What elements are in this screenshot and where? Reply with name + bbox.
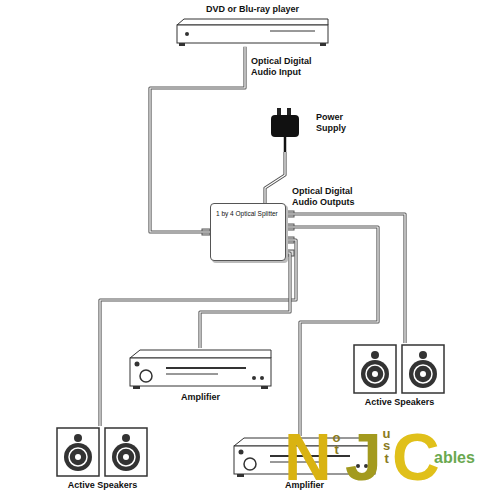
speakers-drawing-part [361,360,389,388]
speakers-drawing-part [105,428,147,476]
speakers-drawing-part [419,351,427,359]
cable-outline [265,152,285,203]
device-label: Active Speakers [352,397,447,408]
speakers-drawing [352,343,447,395]
watermark-small: ot [332,432,341,457]
splitter-text: 1 by 4 Optical Splitter [216,210,280,218]
speakers-drawing-part [75,454,81,460]
speakers-drawing-part [123,454,129,460]
cable-outline [100,240,296,426]
speakers-drawing-part [122,434,130,442]
cable-core [100,240,296,426]
player-drawing-part [270,30,315,31]
optical-cable [265,152,285,203]
amplifier-drawing-part [166,374,218,375]
device-label: Amplifier [128,392,273,403]
optical-cable [286,214,405,343]
amplifier-drawing-part [135,362,140,367]
amplifier-drawing-part [261,386,268,389]
power-adapter-drawing-part [277,108,281,116]
watermark-letter: C [392,424,440,490]
cable-outline [200,253,290,348]
amplifier-drawing-part [237,474,244,477]
speakers-device: Active Speakers [55,426,150,491]
speakers-drawing-part [402,345,444,393]
player-device: DVD or Blu-ray player [175,4,330,47]
amplifier-device: Amplifier [128,348,273,403]
speakers-drawing-part [409,360,437,388]
edge-label: Optical Digital Audio Input [251,56,331,78]
amplifier-drawing-part [239,450,244,455]
amplifier-drawing-part [140,370,152,382]
amplifier-drawing-part [130,350,271,358]
power-adapter-drawing-part [287,108,291,116]
amplifier-drawing-part [260,376,264,380]
player-drawing-part [177,19,328,25]
speakers-drawing-part [74,434,82,442]
speakers-drawing-part [371,351,379,359]
cable-outline [286,214,405,343]
speakers-drawing [55,426,150,478]
amplifier-drawing-part [166,367,246,369]
amplifier-drawing-part [252,376,256,380]
amplifier-drawing-part [133,386,140,389]
watermark-small: ust [382,428,391,465]
cable-core [265,152,285,203]
speakers-drawing-part [366,365,384,383]
optical-cable [286,227,378,436]
speakers-device: Active Speakers [352,343,447,408]
power-supply: Power Supply [268,108,358,152]
device-label: Power Supply [316,112,358,134]
player-drawing-part [320,43,326,46]
device-label: Active Speakers [55,480,150,491]
player-drawing-part [179,43,185,46]
speakers-drawing-part [414,365,432,383]
speakers-drawing-part [117,448,135,466]
watermark-letter: J [345,424,382,490]
player-drawing-part [177,25,328,43]
speakers-drawing-part [64,443,92,471]
power-adapter-drawing-part [284,137,287,152]
power-adapter-drawing [268,108,304,152]
speakers-drawing-part [57,428,99,476]
amplifier-drawing-part [130,358,271,386]
device-label: DVD or Blu-ray player [175,4,330,15]
port-label: Optical Digital Audio Outputs [292,186,372,208]
splitter-box: 1 by 4 Optical Splitter [210,203,286,261]
cable-core [286,214,405,343]
optical-cable [100,240,296,426]
player-drawing [175,17,330,47]
power-adapter-drawing-part [271,115,299,137]
label-column: Power Supply [316,108,358,134]
speakers-drawing-part [372,371,378,377]
cable-outline [286,227,378,436]
speakers-drawing-part [69,448,87,466]
watermark-text: ables [434,450,475,466]
optical-cable [200,253,290,348]
cable-core [286,227,378,436]
speakers-drawing-part [420,371,426,377]
speakers-drawing-part [354,345,396,393]
speakers-drawing-part [112,443,140,471]
cable-core [200,253,290,348]
amplifier-drawing-part [244,458,256,470]
player-drawing-part [185,32,189,36]
amplifier-drawing [128,348,273,390]
watermark-letter: N [284,424,332,490]
